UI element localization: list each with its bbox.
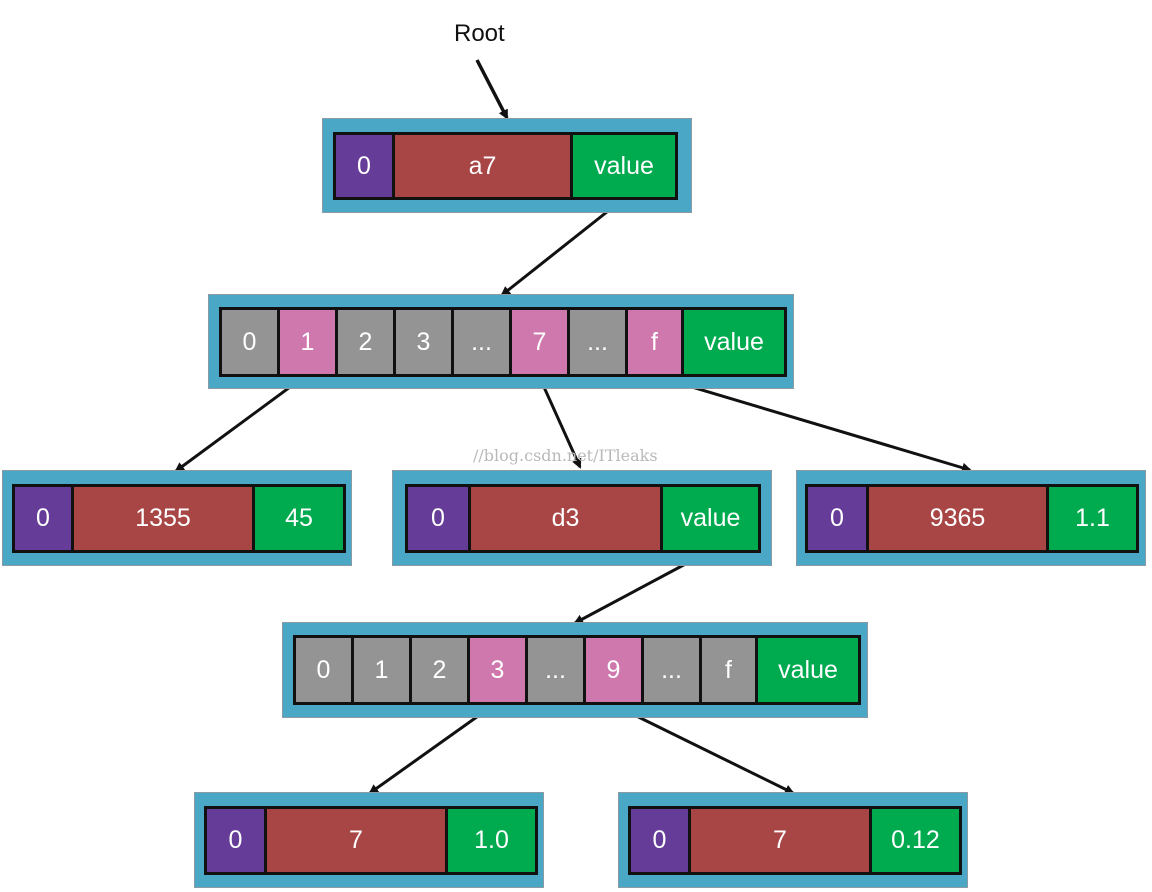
value-cell: value bbox=[684, 310, 784, 374]
slot-cell: 0 bbox=[222, 310, 280, 374]
prefix-cell: 0 bbox=[408, 487, 471, 550]
slot-cell: f bbox=[702, 638, 758, 702]
edge-slot7-to-d3 bbox=[537, 375, 582, 469]
value-cell: 45 bbox=[255, 487, 343, 550]
key-cell: 1355 bbox=[74, 487, 255, 550]
prefix-cell: 0 bbox=[336, 135, 395, 197]
slot-cell-used: 3 bbox=[470, 638, 528, 702]
key-cell: d3 bbox=[471, 487, 663, 550]
prefix-cell: 0 bbox=[15, 487, 74, 550]
value-cell: value bbox=[573, 135, 675, 197]
slot-cell-ellipsis: ... bbox=[570, 310, 628, 374]
key-cell: 7 bbox=[267, 809, 448, 872]
leaf-node-7-b: 0 7 0.12 bbox=[618, 792, 968, 888]
value-cell: 0.12 bbox=[872, 809, 959, 872]
slot-cell-used: 1 bbox=[280, 310, 338, 374]
slot-cell-ellipsis: ... bbox=[454, 310, 512, 374]
extension-node-d3: 0 d3 value bbox=[392, 470, 772, 566]
watermark: //blog.csdn.net/ITleaks bbox=[473, 446, 658, 465]
leaf-node-1355: 0 1355 45 bbox=[2, 470, 352, 566]
branch-node-2: 0 1 2 3 ... 9 ... f value bbox=[282, 622, 868, 718]
branch-node-1: 0 1 2 3 ... 7 ... f value bbox=[208, 294, 794, 389]
edge-slot3-to-leaf3 bbox=[368, 702, 496, 795]
slot-cell: 2 bbox=[338, 310, 396, 374]
value-cell: value bbox=[758, 638, 858, 702]
prefix-cell: 0 bbox=[207, 809, 267, 872]
slot-cell: 3 bbox=[396, 310, 454, 374]
leaf-node-7-a: 0 7 1.0 bbox=[194, 792, 544, 888]
value-cell: 1.0 bbox=[448, 809, 535, 872]
edge-slotf-to-leaf2 bbox=[654, 374, 972, 473]
prefix-cell: 0 bbox=[808, 487, 869, 550]
key-cell: 9365 bbox=[869, 487, 1049, 550]
slot-cell-ellipsis: ... bbox=[644, 638, 702, 702]
slot-cell-used: f bbox=[628, 310, 684, 374]
slot-cell-used: 9 bbox=[586, 638, 644, 702]
key-cell: a7 bbox=[395, 135, 573, 197]
slot-cell: 2 bbox=[412, 638, 470, 702]
root-label: Root bbox=[454, 20, 505, 47]
key-cell: 7 bbox=[691, 809, 872, 872]
edge-a7-to-branch1 bbox=[500, 198, 623, 297]
edge-slot9-to-leaf4 bbox=[611, 702, 795, 795]
extension-node-a7: 0 a7 value bbox=[322, 118, 692, 213]
slot-cell-ellipsis: ... bbox=[528, 638, 586, 702]
leaf-node-9365: 0 9365 1.1 bbox=[796, 470, 1146, 566]
edge-slot1-to-leaf1 bbox=[174, 374, 306, 473]
prefix-cell: 0 bbox=[631, 809, 691, 872]
edge-root bbox=[475, 59, 509, 120]
value-cell: 1.1 bbox=[1049, 487, 1136, 550]
slot-cell-used: 7 bbox=[512, 310, 570, 374]
slot-cell: 0 bbox=[296, 638, 354, 702]
slot-cell: 1 bbox=[354, 638, 412, 702]
value-cell: value bbox=[663, 487, 758, 550]
